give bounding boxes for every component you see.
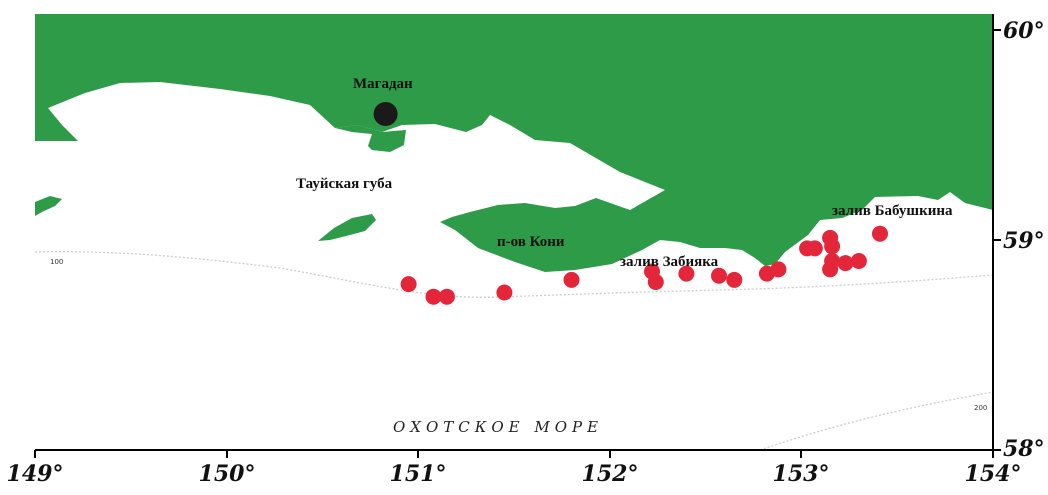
x-tick-label: 153°	[773, 461, 830, 487]
label-tauy-bay: Тауйская губа	[296, 176, 393, 192]
island-zavyalova	[318, 214, 376, 241]
x-tick-marks	[34, 450, 994, 458]
label-koni-peninsula: п-ов Кони	[497, 234, 565, 250]
city-marker	[373, 102, 398, 126]
station-point	[850, 253, 867, 269]
station-point	[496, 284, 513, 301]
station-point	[711, 267, 727, 284]
label-sea: ОХОТСКОЕ МОРЕ	[393, 418, 603, 436]
x-tick-label: 149°	[7, 461, 64, 487]
station-point	[837, 255, 854, 272]
x-tick-label: 152°	[582, 461, 639, 487]
x-tick-label: 150°	[199, 461, 256, 487]
station-point	[872, 225, 888, 242]
magadan-headland	[335, 125, 406, 152]
island-west	[35, 196, 62, 216]
station-point	[726, 271, 743, 288]
y-tick-label: 59°	[1003, 228, 1045, 254]
mainland	[35, 14, 993, 272]
station-point	[425, 288, 442, 305]
station-point	[806, 240, 823, 257]
x-tick-label: 154°	[965, 461, 1022, 487]
y-tick-marks	[993, 29, 1001, 451]
station-points	[400, 225, 888, 305]
station-point	[647, 274, 664, 290]
isobath-200-label: 200	[974, 404, 987, 412]
station-point	[770, 261, 787, 278]
station-point	[678, 265, 695, 282]
station-point	[400, 276, 417, 293]
y-tick-label: 58°	[1003, 436, 1045, 462]
station-point	[824, 238, 841, 255]
label-babushkina-bay: залив Бабушкина	[832, 203, 953, 219]
x-tick-label: 151°	[390, 461, 447, 487]
isobath-200	[759, 391, 994, 451]
station-point	[822, 261, 839, 278]
station-point	[563, 271, 580, 288]
label-magadan: Магадан	[353, 76, 413, 92]
isobath-100-label: 100	[50, 258, 63, 266]
y-tick-label: 60°	[1003, 18, 1045, 44]
station-point	[438, 288, 455, 305]
label-zabiyaka-bay: залив Забияка	[620, 254, 719, 270]
